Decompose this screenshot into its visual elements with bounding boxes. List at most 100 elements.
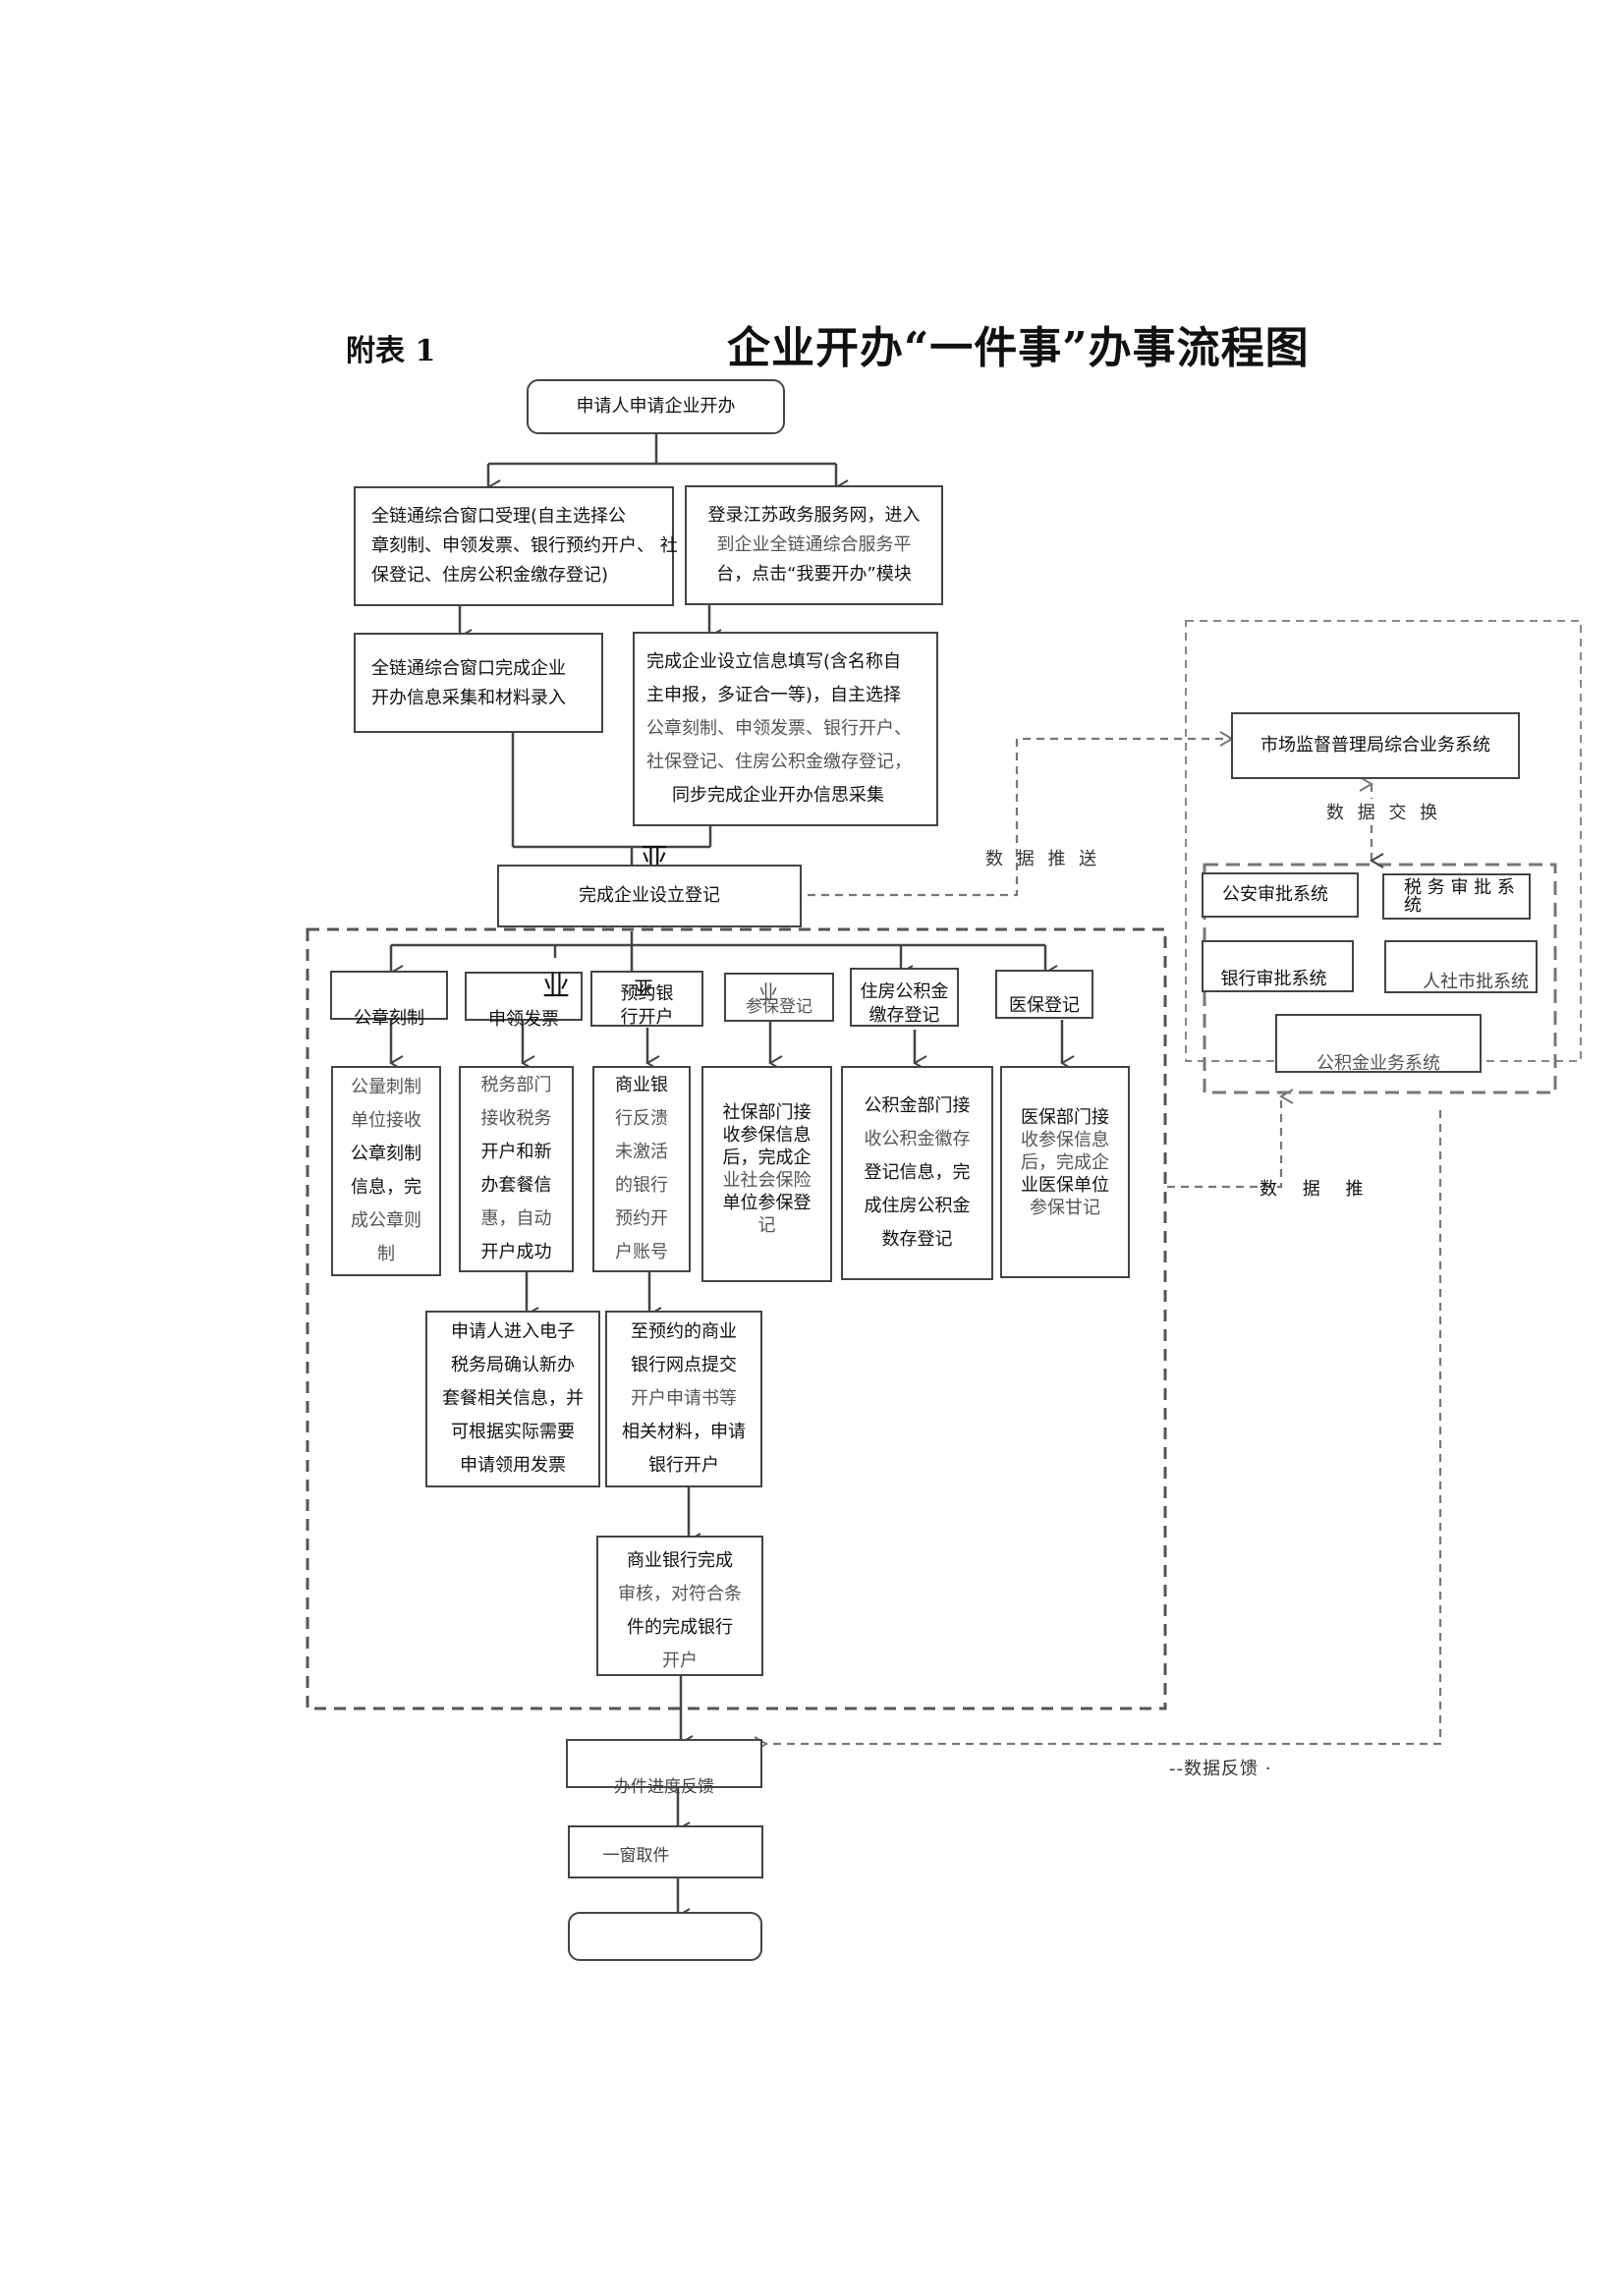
detail-fund: 公积金部门接 收公积金徽存 登记信息，完 成住房公积金 数存登记: [841, 1066, 993, 1280]
line: 公章刻制: [351, 1144, 421, 1164]
line: 同步完成企业开办信思采集: [672, 785, 884, 806]
system-tax: 税 务 审 批 系 统: [1382, 873, 1531, 920]
line: 接收税务: [480, 1108, 552, 1129]
service-fund: 住房公积金 缴存登记: [850, 968, 959, 1027]
line: 保登记、住房公积金缴存登记): [371, 565, 609, 586]
line: 到企业全链通综合服务平: [716, 534, 912, 555]
line: 商业银: [615, 1075, 668, 1095]
line: 件的完成银行: [627, 1616, 733, 1638]
system-hr-social: 人社市批系统: [1384, 940, 1538, 993]
line: 统: [1404, 894, 1422, 916]
line: 主申报，多证合一等)，自主选择: [646, 685, 902, 705]
system-housing-fund: 公积金业务系统: [1275, 1014, 1482, 1074]
node-start-text: 申请人申请企业开办: [576, 396, 736, 417]
node-tax-invoice: 申请人进入电子 税务局确认新办 套餐相关信息，并 可根据实际需要 申请领用发票: [425, 1311, 600, 1487]
line: 套餐相关信息，并: [442, 1388, 584, 1409]
line: 开户: [662, 1650, 698, 1671]
line: 参保登记: [746, 997, 812, 1017]
detail-medical: 医保部门接 收参保信息 后，完成企 业医保单位 参保甘记: [1000, 1066, 1130, 1278]
detail-bank: 商业银 行反溃 未激活 的银行 预约开 户账号: [592, 1066, 691, 1272]
line: 申领发票: [488, 1009, 559, 1030]
line: 税务部门: [480, 1075, 552, 1095]
line: 登录江苏政务服务网，进入: [707, 505, 921, 526]
line: 市场监督普理局综合业务系统: [1260, 735, 1490, 756]
artifact-glyph: 业: [542, 970, 571, 1002]
line: 制: [377, 1244, 395, 1264]
line: 业社会保险: [722, 1170, 812, 1191]
line: 开户和新: [480, 1142, 552, 1162]
line: 公章刻制、申领发票、银行开户、: [646, 718, 912, 739]
edge-label-data-feedback: --数据反馈 ·: [1169, 1759, 1272, 1779]
line: 后，完成企: [1021, 1151, 1109, 1173]
line: 税务局确认新办: [451, 1355, 575, 1375]
line: 全链通综合窗口完成企业: [371, 658, 566, 679]
line: 行开户: [620, 1006, 674, 1028]
node-bank-submit: 至预约的商业 银行网点提交 开户申请书等 相关材料，申请 银行开户: [605, 1311, 762, 1487]
node-one-window-pickup: 一窗取件: [568, 1825, 763, 1878]
line: 全链通综合窗口受理(自主选择公: [371, 506, 627, 527]
line: 的银行: [615, 1175, 668, 1196]
line: 后，完成企: [722, 1148, 812, 1168]
line: 惠，自动: [480, 1208, 552, 1229]
system-market-supervision: 市场监督普理局综合业务系统: [1231, 712, 1520, 779]
line: 审核，对符合条: [618, 1583, 742, 1604]
node-start: 申请人申请企业开办: [527, 379, 785, 434]
line: 行反溃: [615, 1108, 668, 1129]
line: 银行开户: [648, 1455, 719, 1476]
line: 数存登记: [881, 1229, 953, 1250]
edge-label-data-push: 数 据 推 送: [985, 849, 1101, 869]
line: 社保部门接: [722, 1102, 812, 1123]
line: 单位接收: [351, 1110, 421, 1131]
system-bank: 银行审批系统: [1202, 940, 1354, 992]
node-bank-complete: 商业银行完成 审核，对符合条 件的完成银行 开户: [596, 1536, 763, 1676]
line: 户账号: [615, 1242, 668, 1262]
node-online-fill: 完成企业设立信息填写(含名称自 主申报，多证合一等)，自主选择 公章刻制、申领发…: [633, 632, 938, 826]
line: 办件进度反馈: [614, 1777, 714, 1797]
line: 收参保信息: [722, 1125, 812, 1146]
line: 未激活: [615, 1142, 668, 1162]
line: 申请领用发票: [460, 1455, 566, 1476]
artifact-glyph: 亚: [634, 977, 653, 1000]
detail-seal: 公量刺制 单位接收 公章刻制 信息，完 成公章则 制: [331, 1066, 441, 1276]
node-registration-done: 完成企业设立登记: [497, 865, 802, 927]
line: 成住房公积金: [864, 1196, 971, 1216]
data-push-bottom-line: [1167, 1089, 1294, 1189]
line: 医保部门接: [1021, 1106, 1109, 1128]
detail-invoice: 税务部门 接收税务 开户和新 办套餐信 惠，自动 开户成功: [459, 1066, 574, 1272]
line: 记: [757, 1215, 776, 1236]
line: 公积金部门接: [864, 1095, 971, 1116]
line: 人社市批系统: [1423, 972, 1529, 992]
system-public-security: 公安审批系统: [1202, 872, 1359, 918]
line: 银行网点提交: [631, 1355, 737, 1375]
service-seal: 公章刻制: [330, 971, 448, 1029]
detail-social: 社保部门接 收参保信息 后，完成企 业社会保险 单位参保登 记: [701, 1066, 832, 1282]
artifact-glyph: 业: [758, 980, 778, 1004]
line: 收参保信息: [1021, 1129, 1109, 1150]
line: 一窗取件: [602, 1846, 670, 1866]
page-title: 企业开办“一件事”办事流程图: [727, 323, 1310, 373]
node-progress-feedback: 办件进度反馈: [566, 1739, 762, 1797]
line: 可根据实际需要: [451, 1422, 575, 1442]
line: 银行审批系统: [1220, 969, 1327, 989]
line: 缴存登记: [868, 1005, 940, 1026]
service-bank: 预约银 行开户: [590, 971, 703, 1028]
line: 相关材料，申请: [622, 1422, 746, 1442]
line: 商业银行完成: [627, 1549, 733, 1571]
line: 公积金业务系统: [1316, 1053, 1440, 1074]
line: 预约银: [620, 982, 674, 1004]
service-social: 参保登记: [724, 973, 834, 1022]
line: 台，点击“我要开办”模块: [716, 564, 912, 585]
node-window-collect: 全链通综合窗口完成企业 开办信息采集和材料录入: [354, 633, 603, 733]
line: 章刻制、申领发票、银行预约开户、 社: [371, 535, 678, 556]
data-feedback-line: [754, 1110, 1442, 1752]
line: 开户成功: [480, 1242, 552, 1262]
line: 社保登记、住房公积金缴存登记，: [646, 752, 912, 772]
service-medical: 医保登记: [995, 970, 1093, 1019]
node-end: [568, 1912, 762, 1961]
service-invoice: 申领发票: [465, 972, 583, 1030]
edge-label-data-exchange: 数 据 交 换: [1326, 799, 1442, 824]
line: 收公积金徽存: [864, 1129, 971, 1149]
services-group-border: [306, 927, 1167, 1710]
line: 至预约的商业: [631, 1321, 737, 1342]
line: 办套餐信: [480, 1175, 552, 1196]
